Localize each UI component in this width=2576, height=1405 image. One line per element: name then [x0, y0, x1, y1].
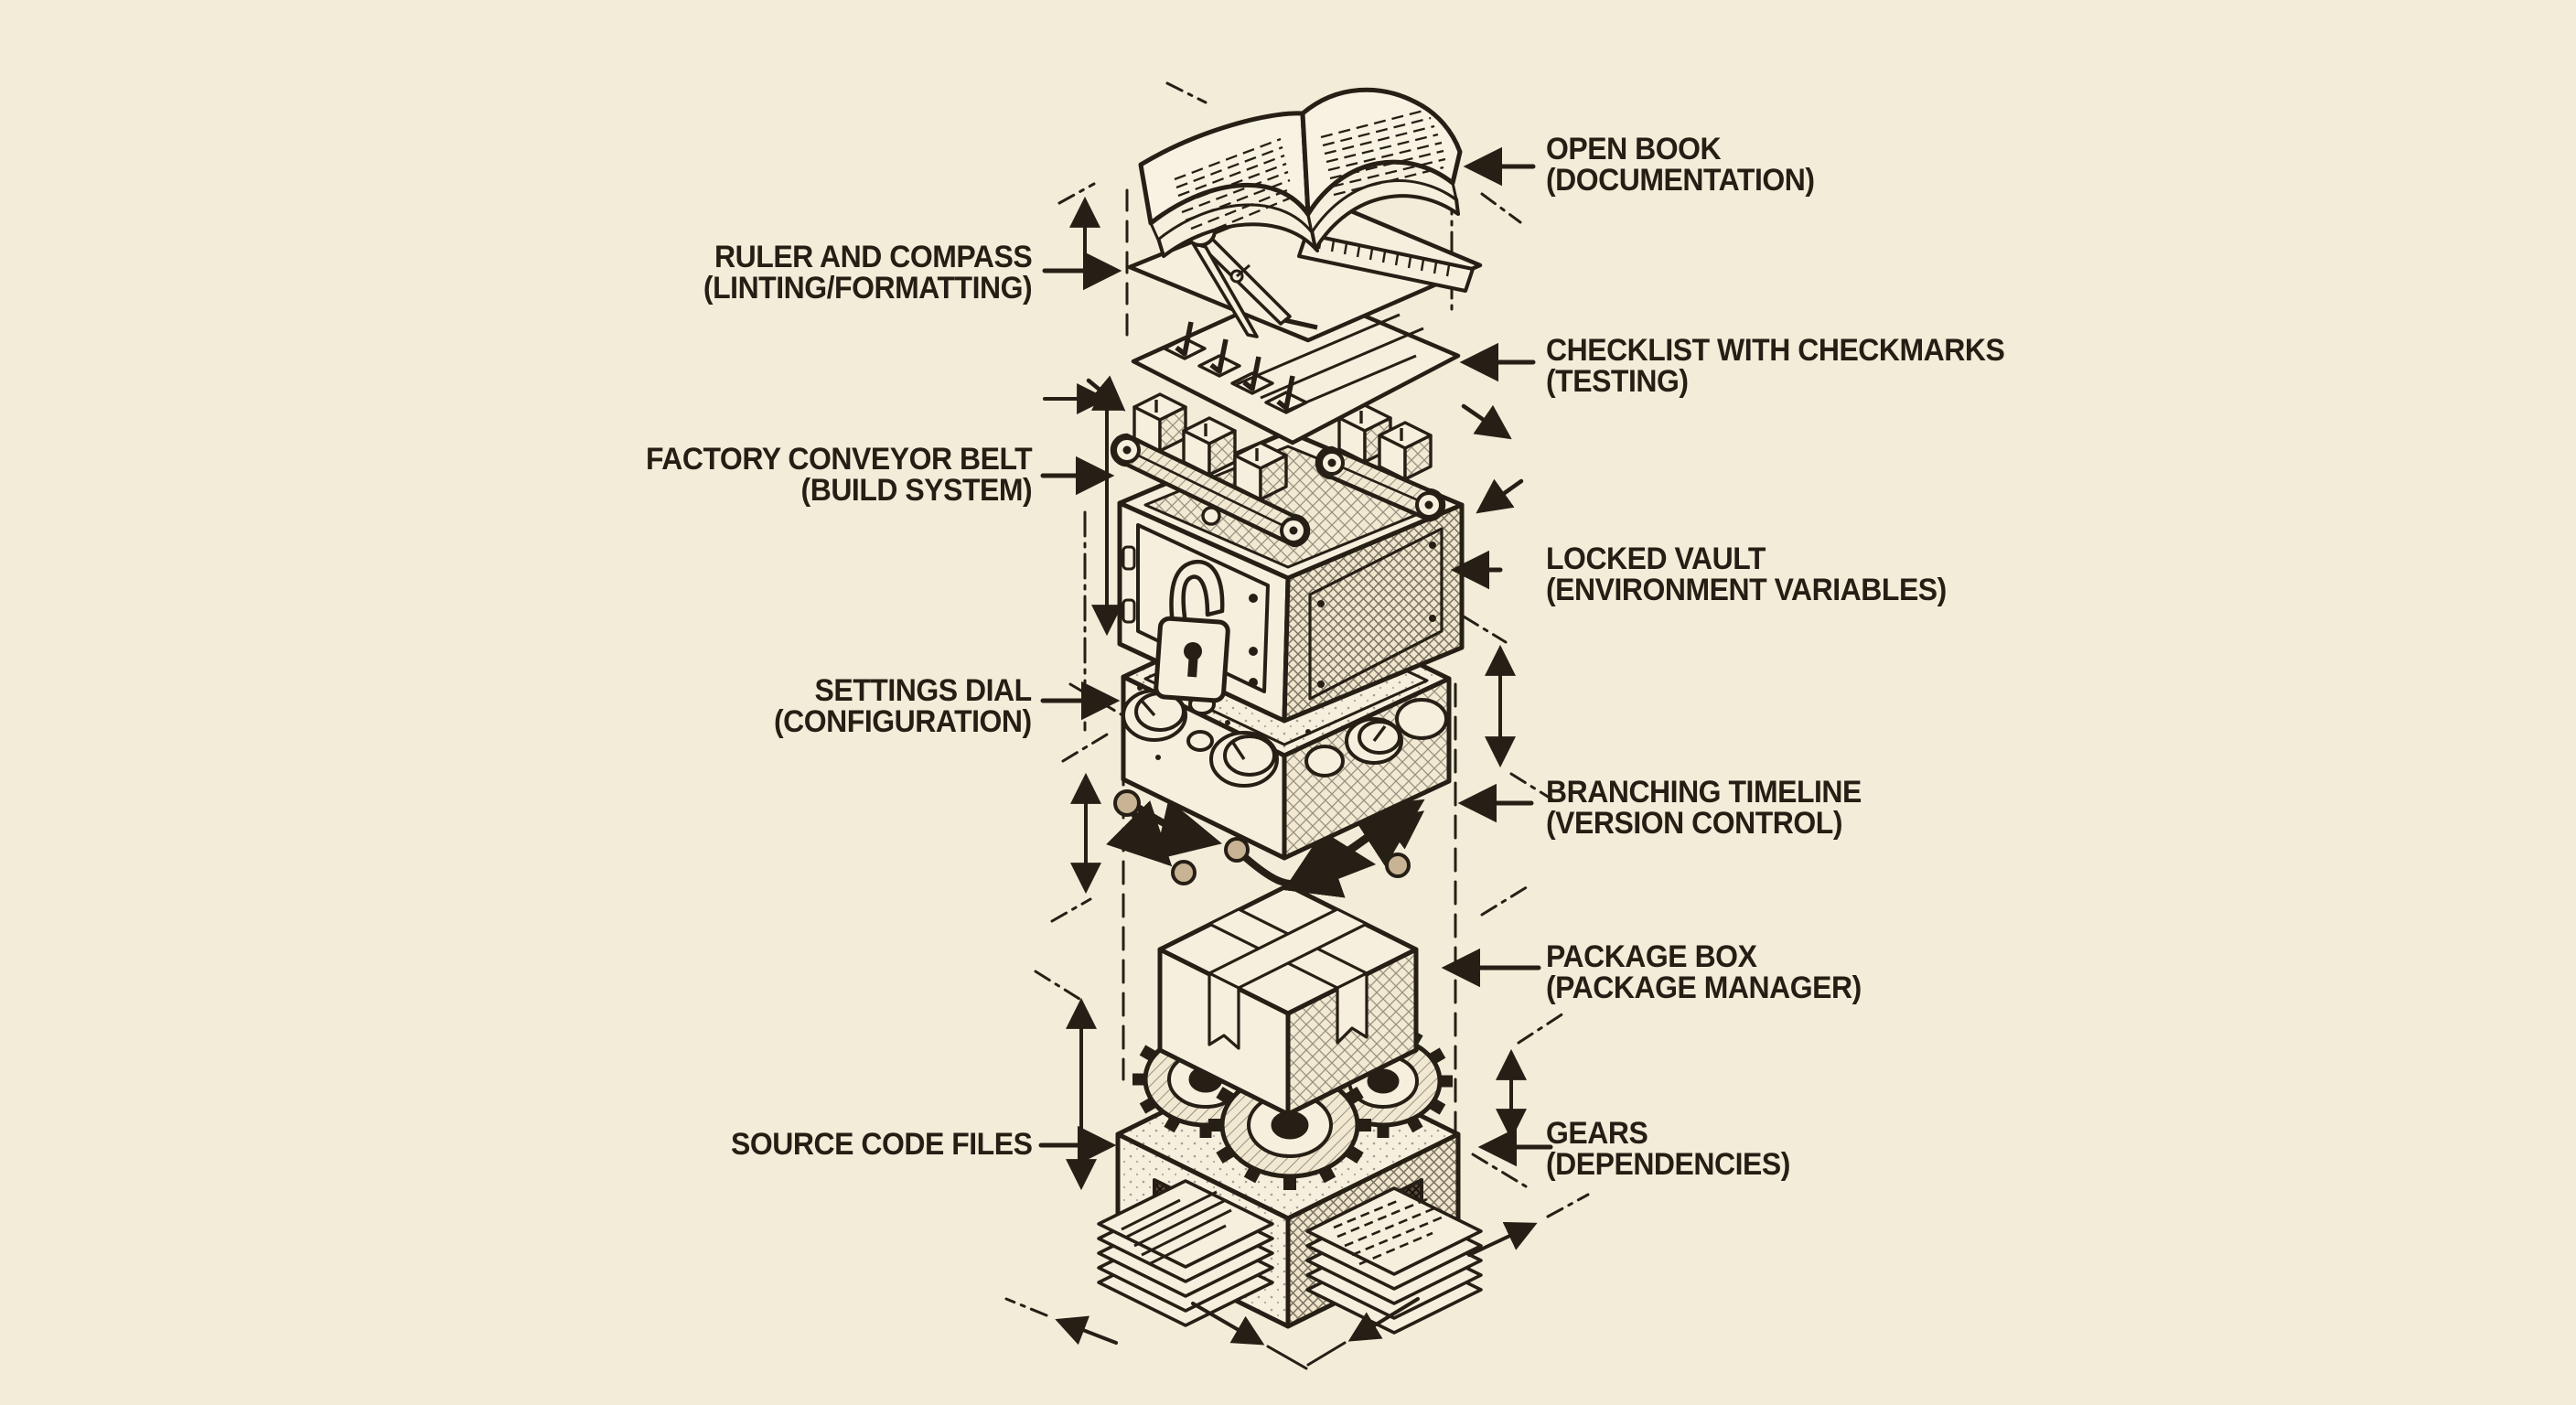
label-settings-dial: SETTINGS DIAL (CONFIGURATION) [774, 675, 1032, 737]
package-box-drawing [1157, 883, 1419, 1117]
label-source-code-files: SOURCE CODE FILES [730, 1127, 1033, 1162]
conveyor-boxes [1132, 392, 1433, 501]
label-checklist: CHECKLIST WITH CHECKMARKS (TESTING) [1546, 333, 2005, 399]
label-line: GEARS [1546, 1116, 1648, 1151]
label-ruler-compass: RULER AND COMPASS (LINTING/FORMATTING) [703, 240, 1033, 306]
label-line: (BUILD SYSTEM) [800, 473, 1032, 508]
bottom-arrow-center-left [1191, 1302, 1265, 1346]
label-gears: GEARS (DEPENDENCIES) [1546, 1118, 1790, 1180]
label-line: SETTINGS DIAL [814, 673, 1033, 708]
bottom-arrow-right [1467, 1221, 1538, 1257]
label-line: LOCKED VAULT [1546, 542, 1766, 576]
label-line: RULER AND COMPASS [714, 240, 1033, 274]
label-line: (ENVIRONMENT VARIABLES) [1546, 573, 1947, 607]
bottom-arrow-center-right [1347, 1297, 1420, 1342]
paper-stack-right [1305, 1186, 1483, 1335]
label-open-book: OPEN BOOK (DOCUMENTATION) [1546, 134, 1815, 196]
label-line: (VERSION CONTROL) [1546, 806, 1843, 841]
open-book-drawing [1138, 87, 1463, 258]
label-package-box: PACKAGE BOX (PACKAGE MANAGER) [1546, 941, 1862, 1003]
label-line: (DEPENDENCIES) [1546, 1147, 1790, 1182]
flow-arrow-in [1086, 375, 1126, 412]
ruler-icon [1297, 232, 1475, 293]
bottom-arrow-left [1055, 1315, 1118, 1346]
vault-door [1122, 523, 1270, 693]
label-line: (DOCUMENTATION) [1546, 163, 1815, 198]
label-branching-timeline: BRANCHING TIMELINE (VERSION CONTROL) [1546, 777, 1862, 839]
flow-arrow-out [1461, 403, 1512, 440]
source-code-files-drawing [1097, 1179, 1483, 1335]
label-conveyor: FACTORY CONVEYOR BELT (BUILD SYSTEM) [645, 442, 1033, 508]
label-vault: LOCKED VAULT (ENVIRONMENT VARIABLES) [1546, 543, 1947, 606]
label-line: (PACKAGE MANAGER) [1546, 971, 1862, 1005]
padlock-icon [1154, 559, 1230, 703]
knobs [1122, 689, 1448, 788]
paper-stack-left [1097, 1179, 1274, 1327]
label-line: FACTORY CONVEYOR BELT [645, 442, 1033, 477]
label-line: (TESTING) [1546, 364, 1689, 399]
book-text-lines [1174, 108, 1446, 238]
conveyor-belt-drawing [1110, 392, 1446, 548]
flow-arrow-down [1476, 478, 1524, 514]
label-line: (CONFIGURATION) [774, 704, 1032, 739]
label-line: SOURCE CODE FILES [730, 1127, 1033, 1162]
label-line: BRANCHING TIMELINE [1546, 775, 1862, 810]
label-line: OPEN BOOK [1546, 132, 1722, 166]
checkboxes [1163, 321, 1308, 414]
label-line: PACKAGE BOX [1546, 939, 1757, 974]
label-line: CHECKLIST WITH CHECKMARKS [1546, 333, 2005, 368]
label-line: (LINTING/FORMATTING) [703, 271, 1033, 306]
annotation-arrows [1038, 146, 1553, 1370]
